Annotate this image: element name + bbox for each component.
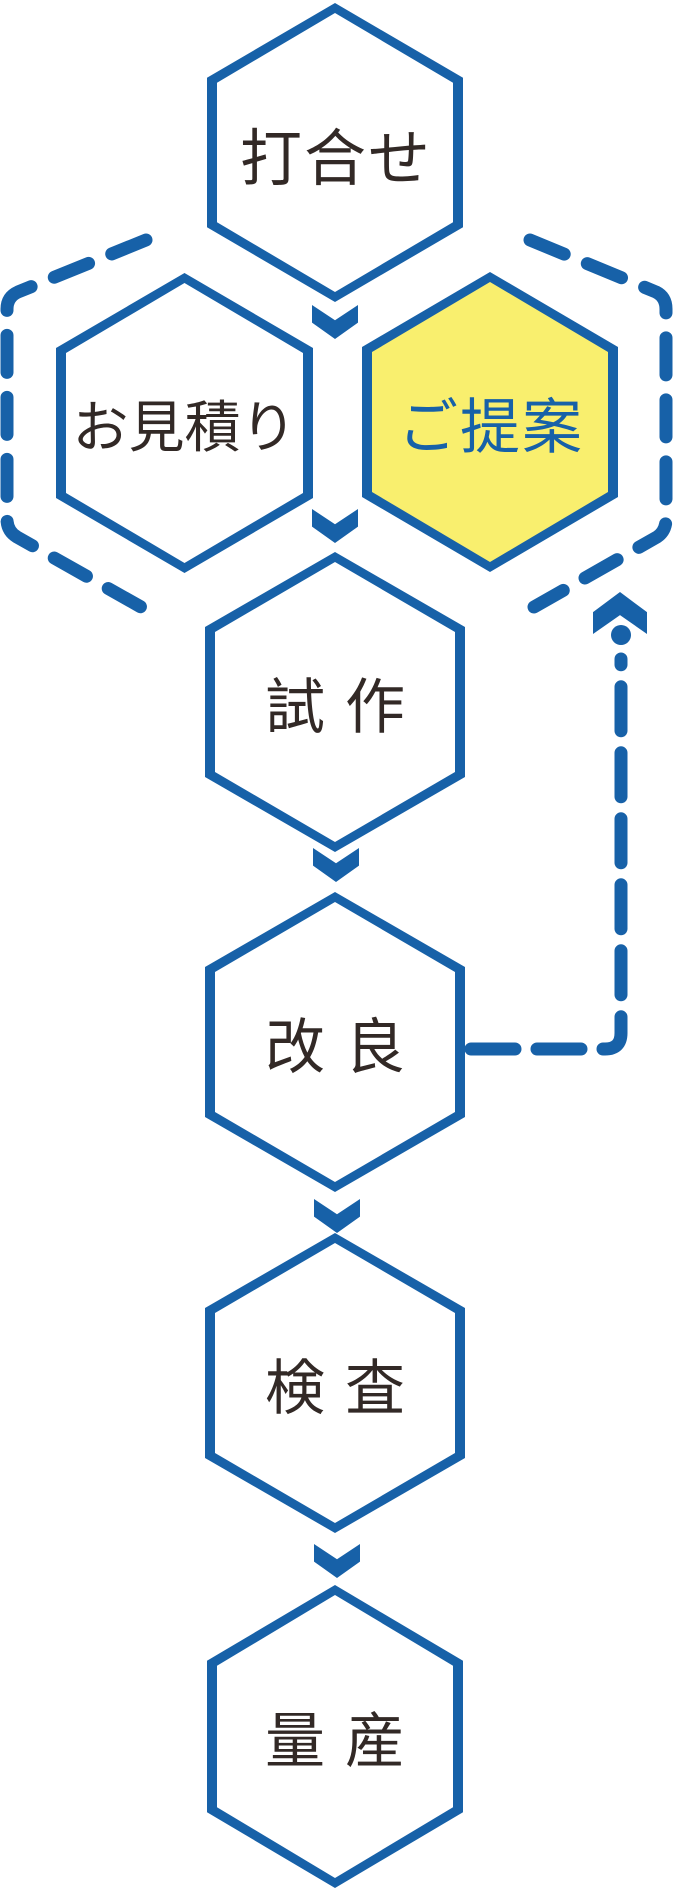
hexagon-fill — [215, 562, 455, 842]
step-hexagon-estimate: お見積り — [56, 273, 313, 573]
step-hexagon-meeting: 打合せ — [207, 3, 463, 302]
step-label: 量産 — [265, 1707, 425, 1777]
hexagon-fill — [217, 13, 453, 292]
step-hexagon-prototype: 試作 — [205, 552, 465, 852]
step-label: ご提案 — [398, 392, 584, 463]
feedback-line-dot — [611, 625, 631, 645]
proposal-bracket-dashed-line — [523, 233, 673, 614]
feedback-dashed-line — [464, 652, 628, 1056]
estimate-bracket-dashed-line — [0, 233, 153, 614]
step-label: 改良 — [265, 1012, 425, 1083]
step-label: 試作 — [265, 672, 425, 743]
step-label: 検査 — [265, 1353, 425, 1424]
step-label: お見積り — [72, 395, 297, 461]
step-label: 打合せ — [239, 121, 432, 195]
step-hexagon-proposal: ご提案 — [362, 272, 618, 572]
step-hexagon-mass-production: 量産 — [207, 1585, 463, 1888]
step-hexagon-improvement: 改良 — [205, 892, 465, 1192]
step-hexagon-inspection: 検査 — [205, 1233, 465, 1533]
